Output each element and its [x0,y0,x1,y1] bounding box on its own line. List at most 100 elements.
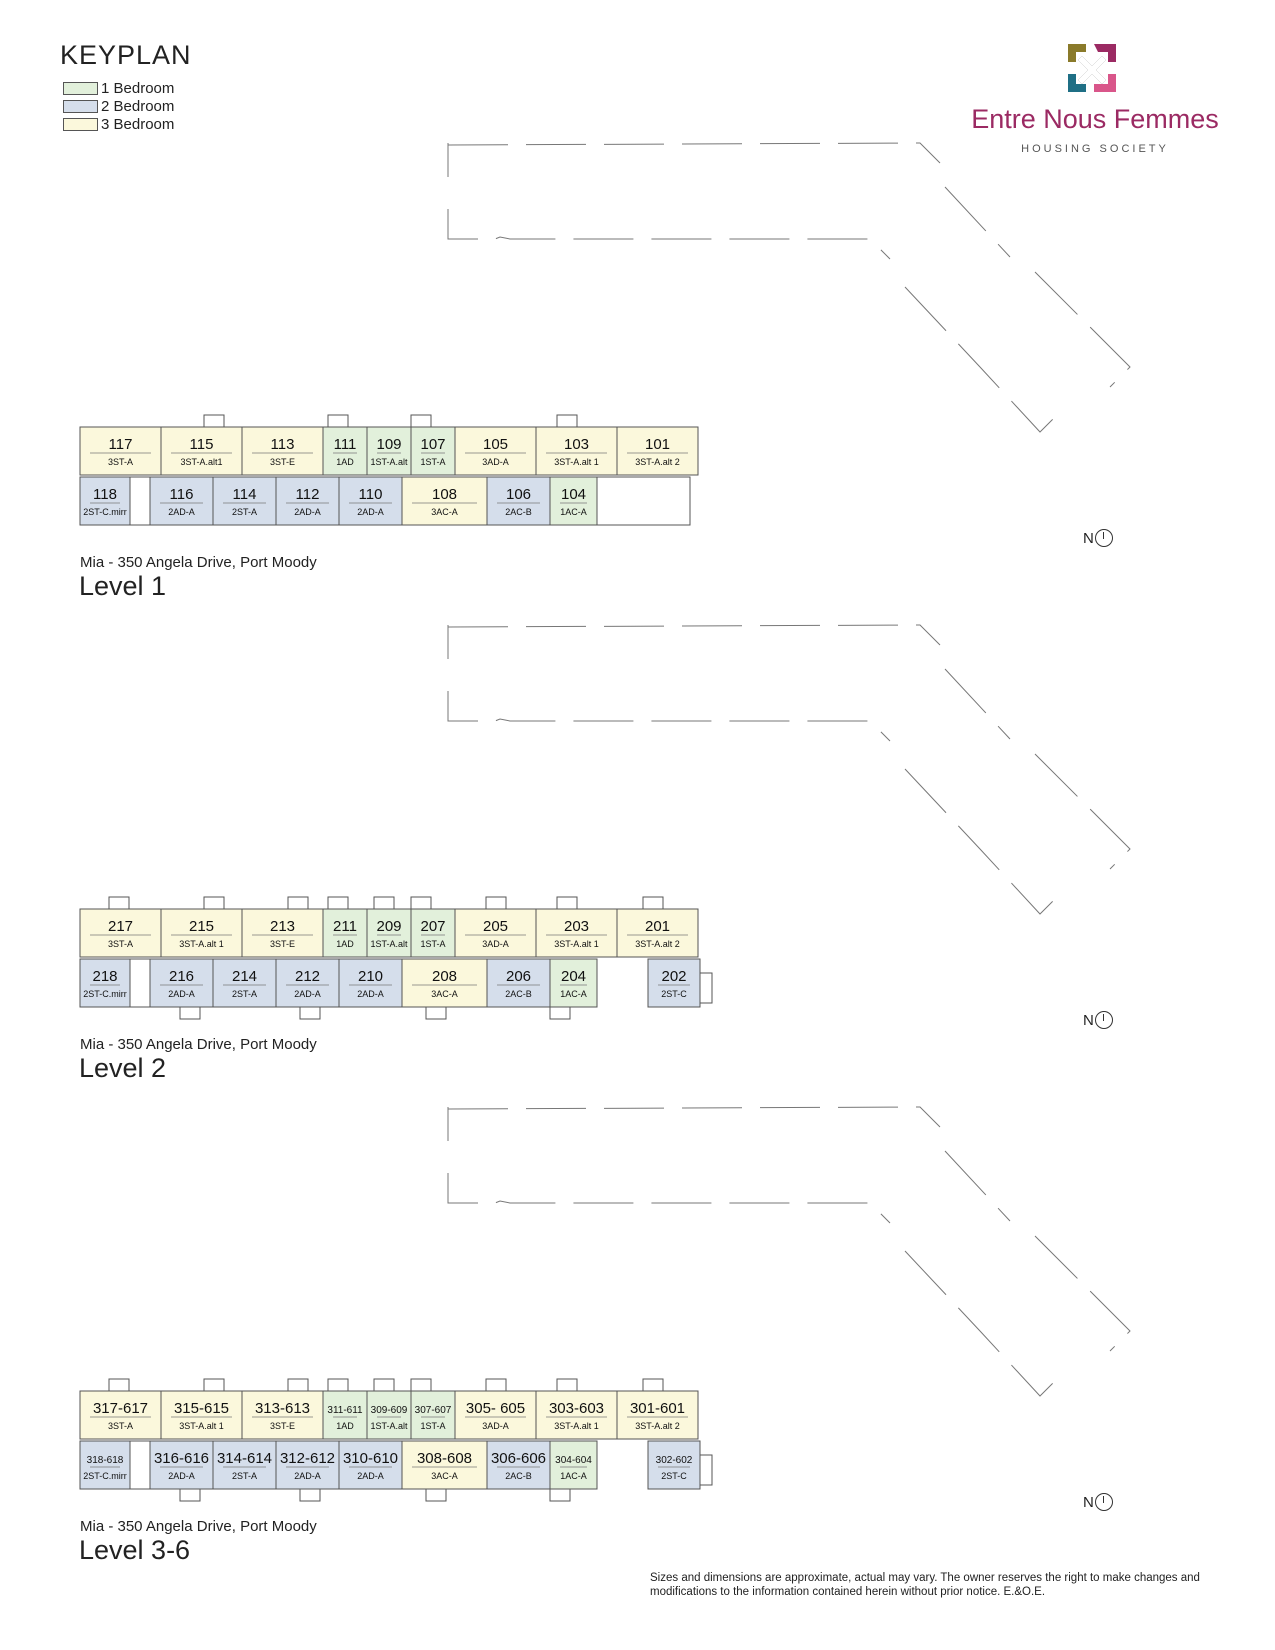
logo-name: Entre Nous Femmes [971,104,1219,134]
unit-number: 308-608 [417,1450,472,1467]
unit-number: 317-617 [93,1400,148,1417]
unit-number: 116 [170,486,194,503]
unit-type: 2ST-A [232,507,257,517]
unit-type: 3AC-A [431,507,458,517]
unit-number: 104 [561,486,586,503]
unit-type: 1AD [336,939,354,949]
unit-type: 3ST-A.alt 2 [635,1421,680,1431]
unit-type: 2AD-A [294,989,321,999]
unit-type: 3ST-A.alt 1 [179,1421,224,1431]
unit-number: 101 [645,436,670,453]
level-1-address: Mia - 350 Angela Drive, Port Moody [80,554,317,571]
unit-number: 313-613 [255,1400,310,1417]
unit-type: 2AD-A [168,507,195,517]
unit-number: 110 [359,486,383,503]
compass-icon [1094,1493,1113,1511]
unit-type: 1AC-A [560,1471,587,1481]
unit-316-616: 316-616 2AD-A [149,1440,214,1490]
unit-type: 3AC-A [431,1471,458,1481]
unit-number: 212 [295,968,320,985]
unit-type: 3ST-A.alt 1 [554,1421,599,1431]
unit-number: 210 [358,968,383,985]
unit-303-603: 303-603 3ST-A.alt 1 [535,1390,618,1440]
unit-number: 115 [190,436,214,453]
unit-number: 318-618 [87,1455,124,1466]
unit-number: 108 [432,486,457,503]
unit-type: 2ST-C.mirr [83,1471,127,1481]
unit-number: 109 [376,436,401,453]
unit-number: 103 [564,436,589,453]
compass-label: N [1083,529,1094,547]
level-2-title: Level 2 [79,1053,167,1083]
north-compass: N [1083,1011,1113,1029]
legend: 1 Bedroom 2 Bedroom 3 Bedroom [63,79,174,133]
unit-number: 311-611 [327,1405,363,1416]
unit-type: 1ST-A [420,1421,445,1431]
unit-type: 2ST-A [232,989,257,999]
unit-type: 2AD-A [168,1471,195,1481]
unit-type: 1AD [336,1421,354,1431]
legend-swatch [63,81,98,95]
level-3-6-title: Level 3-6 [79,1535,191,1565]
keyplan-title: KEYPLAN [60,40,192,70]
unit-number: 209 [376,918,401,935]
north-compass: N [1083,529,1113,547]
unit-118: 118 2ST-C.mirr [79,476,131,526]
unit-type: 3ST-A.alt 2 [635,457,680,467]
unit-type: 3ST-E [270,939,295,949]
unit-type: 2ST-C [661,1471,687,1481]
level-1-title: Level 1 [79,571,167,601]
unit-type: 2ST-A [232,1471,257,1481]
unit-number: 306-606 [491,1450,546,1467]
legend-label: 3 Bedroom [101,115,175,133]
unit-number: 106 [506,486,531,503]
unit-type: 1AC-A [560,507,587,517]
unit-type: 3AD-A [482,1421,509,1431]
unit-number: 307-607 [415,1405,452,1416]
unit-number: 117 [109,436,133,453]
unit-type: 3AD-A [482,457,509,467]
unit-number: 314-614 [217,1450,272,1467]
unit-103: 103 3ST-A.alt 1 [535,426,618,476]
unit-number: 303-603 [549,1400,604,1417]
unit-number: 203 [564,918,589,935]
north-compass: N [1083,1493,1113,1511]
legend-label: 1 Bedroom [101,79,175,97]
logo-mark-icon [1068,44,1116,92]
unit-number: 201 [645,918,670,935]
unit-number: 113 [271,436,295,453]
unit-210: 210 2AD-A [338,958,403,1008]
compass-icon [1094,529,1113,547]
unit-type: 2ST-C [661,989,687,999]
legend-swatch [63,117,98,131]
unit-number: 316-616 [154,1450,209,1467]
legend-item-2-bedroom: 2 Bedroom [63,97,174,115]
unit-type: 2AC-B [505,989,532,999]
unit-type: 3ST-E [270,457,295,467]
unit-113: 113 3ST-E [241,426,324,476]
unit-number: 312-612 [280,1450,335,1467]
unit-number: 310-610 [343,1450,398,1467]
unit-number: 111 [334,436,357,453]
unit-type: 2ST-C.mirr [83,507,127,517]
unit-type: 2ST-C.mirr [83,989,127,999]
unit-type: 3ST-A.alt 1 [554,457,599,467]
unit-type: 2AD-A [357,989,384,999]
unit-number: 118 [93,486,117,503]
